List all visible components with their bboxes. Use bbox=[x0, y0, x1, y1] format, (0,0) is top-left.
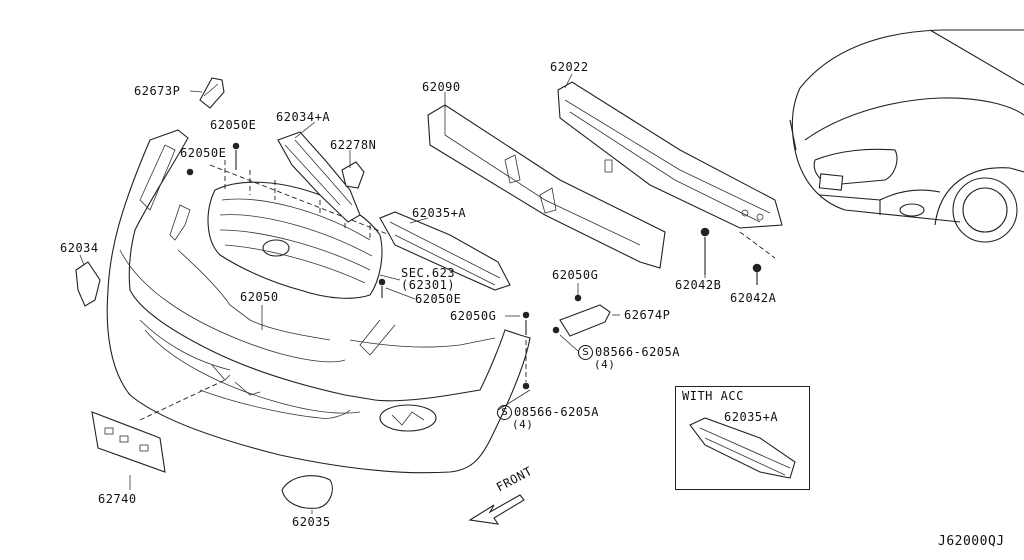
leader-lines bbox=[79, 73, 706, 514]
label-62042A: 62042A bbox=[730, 291, 777, 305]
energy-absorber-62090 bbox=[427, 104, 666, 269]
label-qty-a: (4) bbox=[594, 358, 616, 371]
bumper-fascia bbox=[106, 129, 531, 474]
label-62674P: 62674P bbox=[624, 308, 671, 322]
s-symbol-icon: S bbox=[578, 345, 593, 360]
label-62035A-acc: 62035+A bbox=[724, 410, 779, 424]
label-62050E-top: 62050E bbox=[210, 118, 257, 132]
label-62050E-right: 62050E bbox=[415, 292, 462, 306]
side-bracket-62034 bbox=[75, 261, 101, 307]
label-sec62301: (62301) bbox=[401, 278, 456, 292]
label-62673P: 62673P bbox=[134, 84, 181, 98]
label-62034A: 62034+A bbox=[276, 110, 331, 124]
label-62278N: 62278N bbox=[330, 138, 377, 152]
label-62042B: 62042B bbox=[675, 278, 722, 292]
bracket-62674P bbox=[559, 304, 611, 337]
vehicle-outline bbox=[789, 29, 1024, 243]
label-62022: 62022 bbox=[550, 60, 589, 74]
label-62035A: 62035+A bbox=[412, 206, 467, 220]
with-acc-box bbox=[675, 386, 810, 490]
acc-grille-inset bbox=[689, 417, 796, 479]
label-sec623: SEC.623 bbox=[401, 266, 456, 280]
label-62050E-left: 62050E bbox=[180, 146, 227, 160]
diagram-code: J62000QJ bbox=[938, 534, 1005, 549]
label-62034: 62034 bbox=[60, 241, 99, 255]
label-with-acc: WITH ACC bbox=[682, 389, 744, 403]
front-grille bbox=[207, 160, 391, 299]
fasteners bbox=[186, 142, 762, 390]
upper-grille-insert bbox=[277, 131, 361, 223]
bracket-62673P bbox=[199, 77, 225, 109]
label-08566-b: 08566-6205A bbox=[514, 405, 599, 419]
label-62050G-left: 62050G bbox=[450, 309, 497, 323]
front-arrow bbox=[468, 494, 525, 525]
label-62050G-top: 62050G bbox=[552, 268, 599, 282]
label-08566-a: 08566-6205A bbox=[595, 345, 680, 359]
license-bracket-62740 bbox=[91, 379, 226, 473]
bumper-reinforcement-62022 bbox=[557, 81, 783, 259]
label-62090: 62090 bbox=[422, 80, 461, 94]
bracket-62278N bbox=[341, 161, 365, 189]
label-62035: 62035 bbox=[292, 515, 331, 529]
label-62050: 62050 bbox=[240, 290, 279, 304]
lower-grille-62035A bbox=[379, 211, 511, 291]
label-62740: 62740 bbox=[98, 492, 137, 506]
fog-cover-62035 bbox=[281, 475, 333, 509]
label-qty-b: (4) bbox=[512, 418, 534, 431]
s-symbol-icon: S bbox=[497, 405, 512, 420]
